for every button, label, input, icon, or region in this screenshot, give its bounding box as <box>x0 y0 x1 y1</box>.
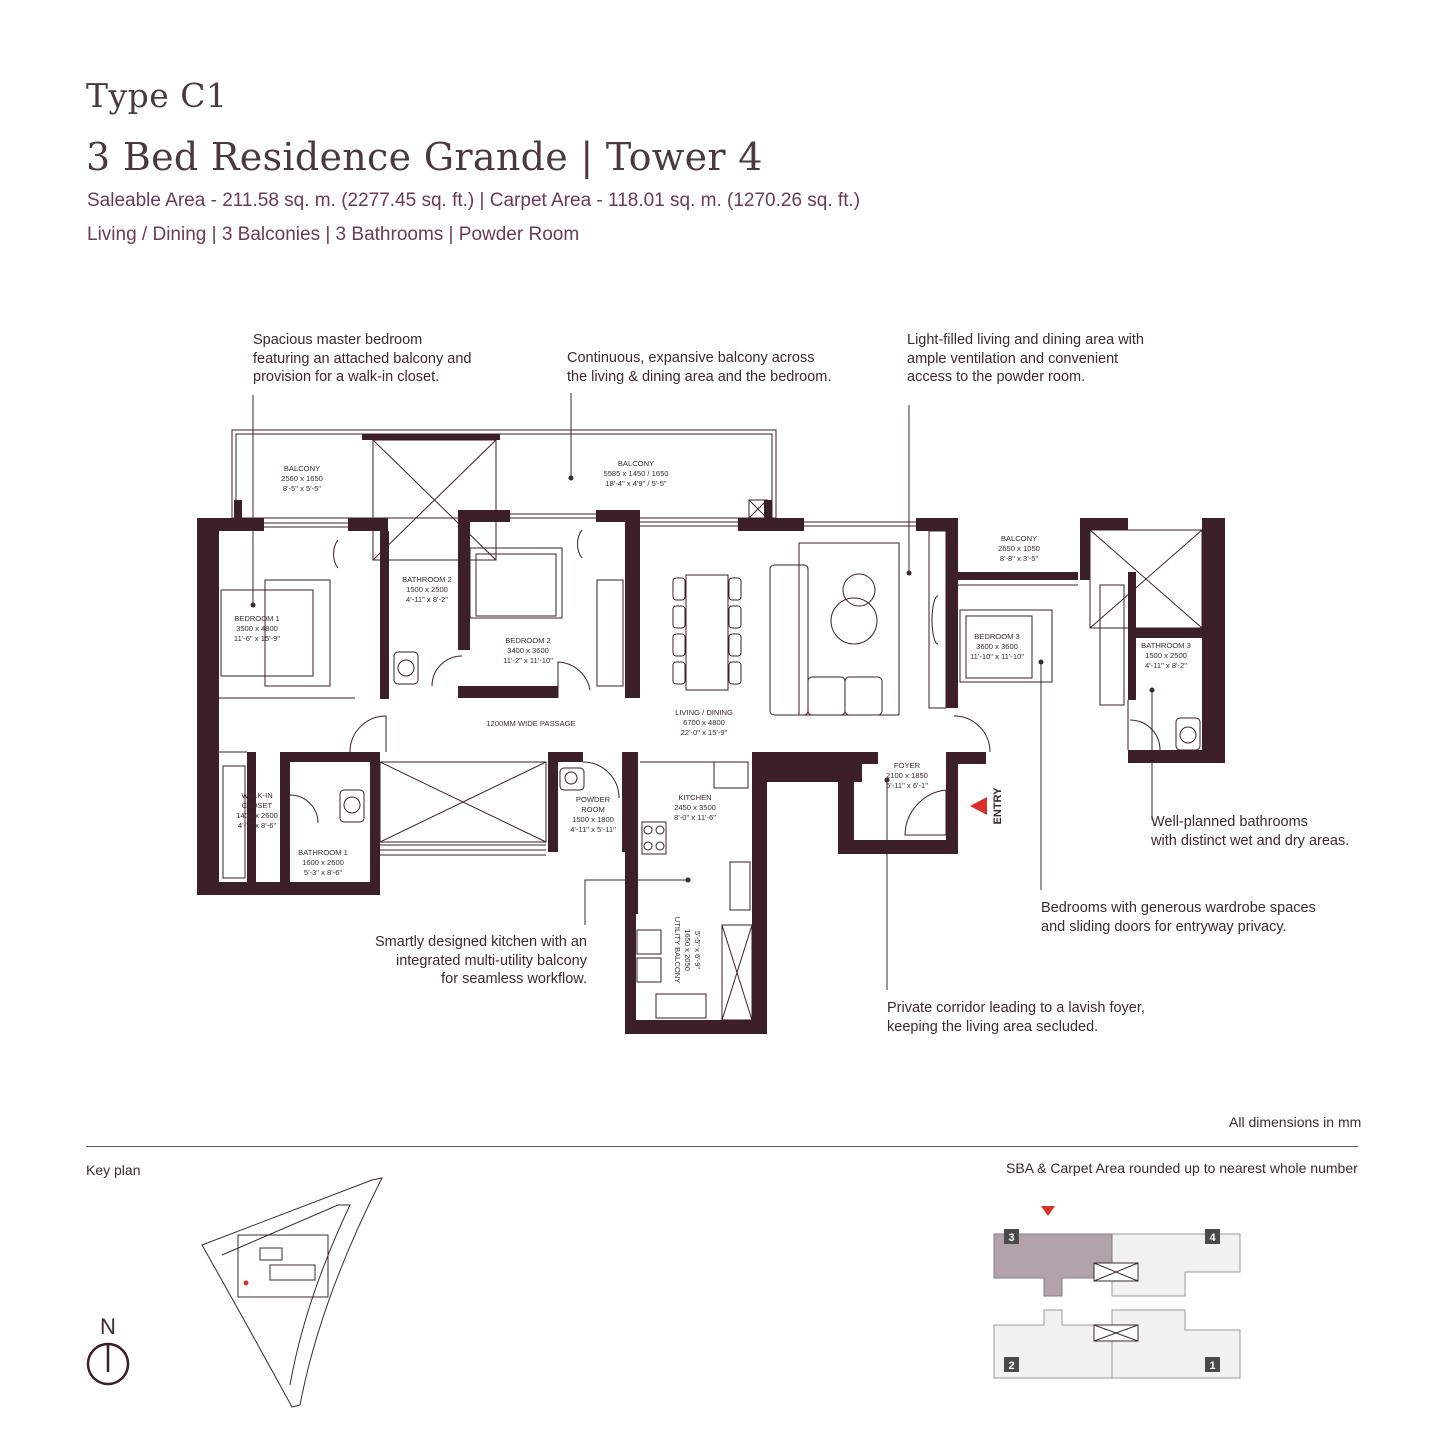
rounding-note: SBA & Carpet Area rounded up to nearest … <box>1006 1160 1358 1176</box>
living-imperial: 22'-0" x 15'-9" <box>681 728 728 737</box>
foyer-imperial: 6'-11" x 6'-1" <box>886 781 928 790</box>
balcony2-name: BALCONY <box>618 459 654 468</box>
page-title: 3 Bed Residence Grande | Tower 4 <box>86 135 763 179</box>
footer-divider <box>86 1146 1358 1147</box>
kitchen-metric: 2450 x 3500 <box>674 803 716 812</box>
bedroom3-name: BEDROOM 3 <box>974 632 1020 641</box>
bedroom1-metric: 3500 x 4800 <box>236 624 278 633</box>
furniture <box>220 529 1201 1019</box>
bedroom3-imperial: 11'-10" x 11'-10" <box>970 652 1024 661</box>
passage-label: 1200MM WIDE PASSAGE <box>486 719 575 728</box>
bedroom3-metric: 3600 x 3600 <box>976 642 1018 651</box>
site-key-plan <box>201 1177 383 1408</box>
kitchen-name: KITCHEN <box>678 793 711 802</box>
living-metric: 6700 x 4800 <box>683 718 725 727</box>
bedroom1-imperial: 11'-6" x 15'-9" <box>234 634 280 643</box>
balcony3-name: BALCONY <box>1001 534 1037 543</box>
balcony2-imperial: 18'-4" x 4'9" / 5'-5" <box>605 479 667 488</box>
powder-imperial: 4'-11" x 5'-11" <box>570 825 616 834</box>
utility-labels: UTILITY BALCONY 1650 x 2050 5'-5" x 6'-9… <box>673 917 702 984</box>
tower-4-label: 4 <box>1209 1232 1216 1244</box>
room-labels: BALCONY 2560 x 1650 8'-5" x 5'-5" BALCON… <box>234 459 1191 877</box>
callout-dots <box>250 475 1155 883</box>
tower-2-label: 2 <box>1008 1360 1014 1372</box>
callout-master-bedroom: Spacious master bedroom featuring an att… <box>253 332 472 385</box>
entry-label: ENTRY <box>992 787 1004 825</box>
key-plan-label: Key plan <box>86 1162 141 1178</box>
entry-arrow-icon <box>970 797 987 815</box>
bathroom3-metric: 1500 x 2500 <box>1145 651 1187 660</box>
bathroom1-metric: 1600 x 2600 <box>302 858 344 867</box>
callout-kitchen: Smartly designed kitchen with an integra… <box>375 934 587 987</box>
bedroom2-metric: 3400 x 3600 <box>507 646 549 655</box>
callout-bedrooms: Bedrooms with generous wardrobe spaces a… <box>1041 900 1316 935</box>
balcony1-metric: 2560 x 1650 <box>281 474 323 483</box>
walkin-name1: WALK-IN <box>241 791 272 800</box>
balcony3-imperial: 8'-8" x 3'-5" <box>1000 554 1039 563</box>
bathroom3-name: BATHROOM 3 <box>1141 641 1191 650</box>
balcony1-imperial: 8'-5" x 5'-5" <box>283 484 322 493</box>
bedroom2-imperial: 11'-2" x 11'-10" <box>503 656 553 665</box>
callout-bathrooms: Well-planned bathrooms with distinct wet… <box>1151 814 1350 849</box>
tower-3-label: 3 <box>1008 1232 1014 1244</box>
entry-label-group: ENTRY <box>992 787 1004 825</box>
unit-marker-icon <box>1041 1206 1055 1216</box>
foyer-metric: 2100 x 1850 <box>886 771 928 780</box>
tower-1-label: 1 <box>1209 1360 1215 1372</box>
balcony1-name: BALCONY <box>284 464 320 473</box>
bathroom2-imperial: 4'-11" x 8'-2" <box>406 595 448 604</box>
balcony3-metric: 2650 x 1050 <box>998 544 1040 553</box>
callout-balcony: Continuous, expansive balcony across the… <box>567 350 832 385</box>
area-summary: Saleable Area - 211.58 sq. m. (2277.45 s… <box>87 190 861 211</box>
bathroom2-name: BATHROOM 2 <box>402 575 452 584</box>
bathroom1-name: BATHROOM 1 <box>298 848 348 857</box>
dimensions-note: All dimensions in mm <box>1229 1114 1362 1130</box>
utility-metric: 1650 x 2050 <box>683 929 692 971</box>
powder-name1: POWDER <box>576 795 611 804</box>
bathroom3-imperial: 4'-11" x 8'-2" <box>1145 661 1187 670</box>
north-arrow: N <box>86 1314 130 1386</box>
balcony2-metric: 5585 x 1450 / 1650 <box>603 469 668 478</box>
door-swings <box>289 655 1161 836</box>
living-name: LIVING / DINING <box>675 708 733 717</box>
utility-imperial: 5'-5" x 6'-9" <box>693 931 702 970</box>
walkin-name2: CLOSET <box>242 801 273 810</box>
bedroom2-name: BEDROOM 2 <box>505 636 551 645</box>
bedroom1-name: BEDROOM 1 <box>234 614 280 623</box>
north-label: N <box>100 1314 116 1339</box>
utility-name: UTILITY BALCONY <box>673 917 682 984</box>
walkin-imperial: 4'-7" x 8'-6" <box>238 821 277 830</box>
unit-type-label: Type C1 <box>86 76 228 115</box>
features-summary: Living / Dining | 3 Balconies | 3 Bathro… <box>87 224 580 245</box>
bathroom1-imperial: 5'-3" x 8'-6" <box>304 868 343 877</box>
interior-lines <box>219 513 1129 856</box>
kitchen-imperial: 8'-0" x 11'-6" <box>674 813 716 822</box>
walkin-metric: 1400 x 2600 <box>236 811 278 820</box>
tower-key-plan: 3 4 2 1 <box>993 1206 1241 1379</box>
callout-corridor: Private corridor leading to a lavish foy… <box>887 1000 1145 1035</box>
bathroom2-metric: 1500 x 2500 <box>406 585 448 594</box>
powder-name2: ROOM <box>581 805 605 814</box>
callout-living: Light-filled living and dining area with… <box>907 332 1144 385</box>
powder-metric: 1500 x 1800 <box>572 815 614 824</box>
walls <box>197 510 1225 1034</box>
foyer-name: FOYER <box>894 761 921 770</box>
